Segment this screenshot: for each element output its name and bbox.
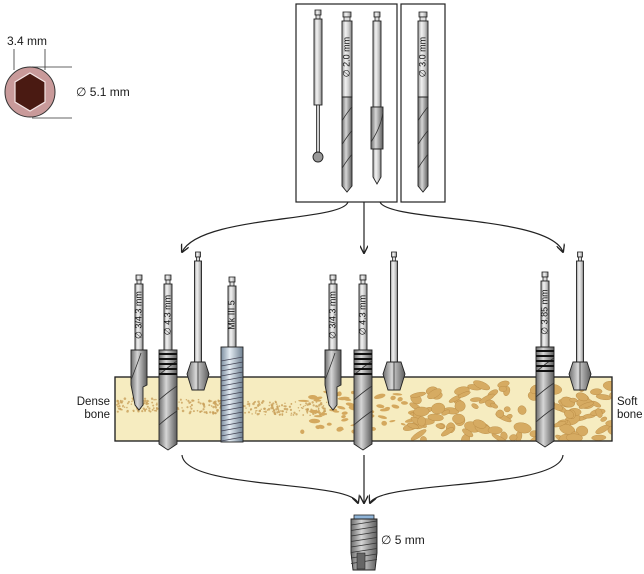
- dense-bone-label: Dense bone: [72, 396, 110, 422]
- round-bur-instrument: [313, 10, 323, 162]
- twist-drill-2-0-instrument: ∅ 2.0 mm: [341, 12, 352, 192]
- converge-arrows: [182, 455, 563, 503]
- medium-twist-drill-4-3-instrument: ∅ 4.3 mm: [354, 275, 372, 450]
- soft-twist-drill-3-85-instrument: ∅ 3.85 mm: [536, 272, 554, 447]
- initial-drill-sequence: ∅ 2.0 mm ∅ 3.0 mm: [313, 10, 428, 192]
- pilot-drill-instrument: [371, 12, 383, 184]
- arrow-from-soft: [370, 455, 563, 503]
- instrument-label: ∅ 3/4.3 mm: [133, 291, 143, 339]
- arrow-from-dense: [182, 455, 358, 503]
- soft-countersink-instrument: [569, 252, 591, 390]
- hex-width-label: 3.4 mm: [7, 35, 47, 48]
- soft-bone-label: Soft bone: [617, 396, 643, 422]
- implant: [351, 515, 377, 570]
- instrument-label: ∅ 3.0 mm: [417, 37, 427, 77]
- instrument-label: ∅ 4.3 mm: [357, 295, 367, 335]
- hex-socket: [15, 73, 45, 111]
- medium-countersink-instrument: [383, 252, 405, 390]
- dense-twist-drill-4-3-instrument: ∅ 4.3 mm: [159, 275, 177, 450]
- branch-arrows: [182, 202, 563, 253]
- dense-countersink-instrument: [187, 252, 209, 390]
- arrow-to-soft: [380, 202, 563, 252]
- hex-connection-figure: [5, 49, 72, 118]
- implant-diameter-label: ∅ 5 mm: [381, 534, 425, 547]
- instrument-label: ∅ 3/4.3 mm: [327, 291, 337, 339]
- instrument-label: Mk III 5: [226, 300, 236, 330]
- instrument-label: ∅ 2.0 mm: [341, 37, 351, 77]
- diameter-label: ∅ 5.1 mm: [76, 86, 130, 99]
- arrow-to-dense: [182, 202, 348, 252]
- dense-screw-tap-instrument: Mk III 5: [221, 277, 243, 442]
- instrument-label: ∅ 3.85 mm: [539, 289, 549, 334]
- instrument-label: ∅ 4.3 mm: [162, 295, 172, 335]
- twist-drill-3-0-instrument: ∅ 3.0 mm: [417, 12, 428, 192]
